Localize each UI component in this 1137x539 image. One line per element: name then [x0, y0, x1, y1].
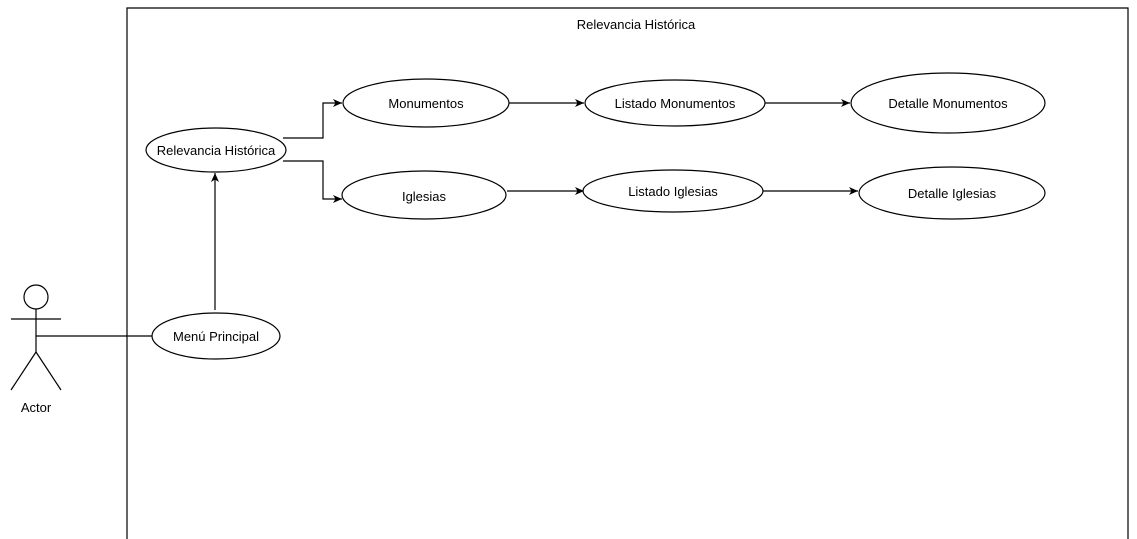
actor-head	[23, 284, 49, 310]
actor-left-leg	[10, 351, 37, 391]
use-case-detalle-iglesias[interactable]: Detalle Iglesias	[858, 166, 1046, 220]
actor-right-leg	[35, 351, 62, 391]
edge-relevancia-iglesias	[283, 160, 342, 203]
use-case-label: Listado Iglesias	[628, 184, 718, 199]
use-case-monumentos[interactable]: Monumentos	[342, 78, 510, 128]
actor[interactable]: Actor	[10, 284, 62, 415]
use-case-menu-principal[interactable]: Menú Principal	[151, 312, 281, 360]
use-case-label: Detalle Iglesias	[908, 186, 997, 201]
use-case-relevancia-historica[interactable]: Relevancia Histórica	[145, 127, 287, 173]
use-case-label: Monumentos	[388, 96, 464, 111]
actor-label: Actor	[21, 400, 52, 415]
edge-relevancia-monumentos	[283, 99, 342, 139]
use-case-label: Iglesias	[402, 189, 447, 204]
system-boundary	[126, 7, 1129, 539]
use-case-label: Detalle Monumentos	[888, 96, 1008, 111]
use-case-detalle-monumentos[interactable]: Detalle Monumentos	[850, 72, 1046, 134]
use-case-label: Menú Principal	[173, 329, 259, 344]
use-case-label: Listado Monumentos	[615, 96, 736, 111]
use-case-iglesias[interactable]: Iglesias	[341, 170, 507, 220]
system-title: Relevancia Histórica	[577, 17, 696, 32]
use-case-listado-iglesias[interactable]: Listado Iglesias	[582, 169, 764, 213]
use-case-label: Relevancia Histórica	[157, 143, 276, 158]
use-case-listado-monumentos[interactable]: Listado Monumentos	[584, 79, 766, 127]
